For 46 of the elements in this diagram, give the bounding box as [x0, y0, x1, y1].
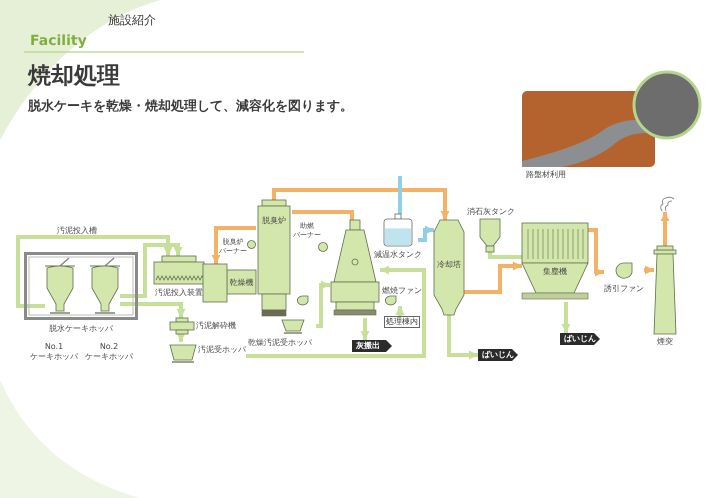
- equipment-label: 脱臭炉: [261, 216, 287, 226]
- pipe-line: [292, 210, 354, 220]
- pipe-line: [488, 252, 522, 259]
- flow-arrow: [396, 306, 404, 316]
- equipment-label: 脱水ケーキホッパ: [48, 324, 114, 334]
- pipe-label: 汚泥投入槽: [56, 226, 98, 236]
- equipment-label: No.2 ケーキホッパ: [84, 342, 134, 362]
- equipment-label: 乾燥機: [228, 278, 254, 288]
- flow-arrow: [120, 243, 182, 298]
- equipment-label: 消石灰タンク: [466, 207, 516, 217]
- flow-arrow: [660, 212, 670, 246]
- output-tag: 灰搬出: [352, 340, 392, 352]
- pipe-line: [398, 176, 402, 214]
- flow-arrow: [176, 333, 186, 342]
- equipment-label: 汚泥受ホッパ: [198, 345, 246, 355]
- equipment-label: 冷却塔: [436, 260, 462, 270]
- flow-arrow: [588, 228, 604, 276]
- flow-arrow: [246, 266, 426, 358]
- flow-arrow: [644, 266, 654, 274]
- equipment-label: 誘引ファン: [604, 284, 644, 294]
- equipment-label: 燃焼ファン: [382, 286, 422, 296]
- photo-caption: 路盤材利用: [526, 170, 567, 180]
- section-heading: Facility: [30, 33, 87, 49]
- equipment-label: 集塵機: [542, 267, 568, 277]
- flow-arrow: [418, 226, 434, 242]
- output-tag: ばいじん: [478, 349, 518, 361]
- equipment-label: 減温水タンク: [374, 250, 422, 260]
- equipment-label: 乾燥汚泥受ホッパ: [247, 338, 313, 348]
- equipment-label: 煙突: [656, 337, 674, 347]
- flow-arrow: [120, 302, 186, 318]
- section-label: 施設紹介: [108, 12, 156, 29]
- flow-arrow: [316, 280, 330, 328]
- flow-arrow: [16, 235, 172, 308]
- equipment-label: 汚泥投入装置: [154, 288, 204, 298]
- flow-arrow: [562, 302, 570, 333]
- title: 焼却処理: [28, 62, 120, 91]
- output-tag: ばいじん: [560, 333, 600, 345]
- flow-arrow: [360, 318, 370, 340]
- equipment-label: 汚泥解砕機: [196, 321, 237, 331]
- flow-arrow: [272, 188, 450, 220]
- flow-arrow: [464, 262, 522, 294]
- equipment-label: No.1 ケーキホッパ: [30, 342, 78, 362]
- subtitle: 脱水ケーキを乾燥・焼却処理して、減容化を図ります。: [28, 98, 353, 115]
- location-box: 処理棟内: [384, 316, 420, 328]
- flow-arrow: [212, 226, 256, 264]
- flow-arrow: [447, 315, 478, 360]
